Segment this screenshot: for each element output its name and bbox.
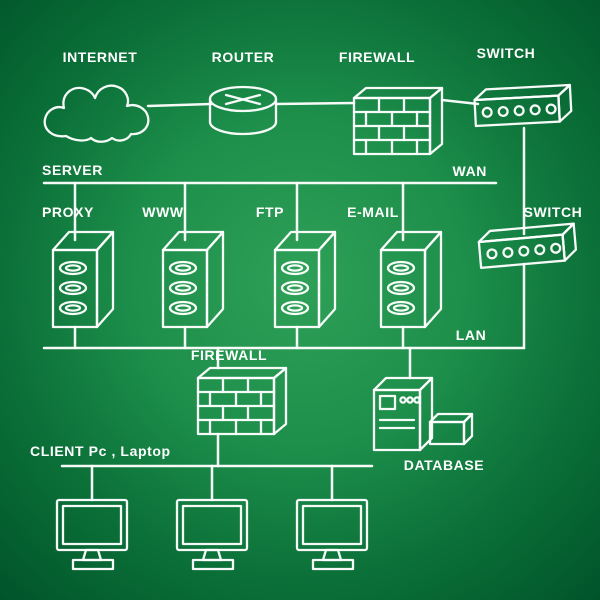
ftp-server-icon: [273, 230, 337, 329]
www-server-icon: [161, 230, 225, 329]
firewall-inner-icon: [196, 366, 288, 436]
router-icon: [208, 85, 278, 136]
label-email: E-MAIL: [347, 204, 399, 220]
label-www: WWW: [142, 204, 184, 220]
firewall-top-icon: [352, 86, 444, 156]
switch-right-icon: [476, 222, 578, 270]
switch-top-icon: [472, 83, 573, 128]
label-router: ROUTER: [212, 49, 275, 65]
network-links: [42, 98, 526, 502]
label-server: SERVER: [42, 162, 103, 178]
proxy-server-icon: [51, 230, 115, 329]
label-clients: CLIENT Pc , Laptop: [30, 443, 171, 459]
client-pc-3-icon: [295, 498, 369, 571]
label-ftp: FTP: [256, 204, 284, 220]
database-storage-box-icon: [428, 412, 474, 446]
label-internet: INTERNET: [63, 49, 138, 65]
label-database: DATABASE: [404, 457, 485, 473]
internet-cloud-icon: [43, 84, 150, 143]
label-switch-right: SWITCH: [524, 204, 583, 220]
label-proxy: PROXY: [42, 204, 94, 220]
label-firewall-top: FIREWALL: [339, 49, 415, 65]
label-wan: WAN: [453, 163, 487, 179]
email-server-icon: [379, 230, 443, 329]
label-lan: LAN: [456, 327, 487, 343]
label-firewall-inner: FIREWALL: [191, 347, 267, 363]
client-pc-2-icon: [175, 498, 249, 571]
label-switch-top: SWITCH: [477, 45, 536, 61]
client-pc-1-icon: [55, 498, 129, 571]
database-tower-icon: [372, 376, 434, 452]
